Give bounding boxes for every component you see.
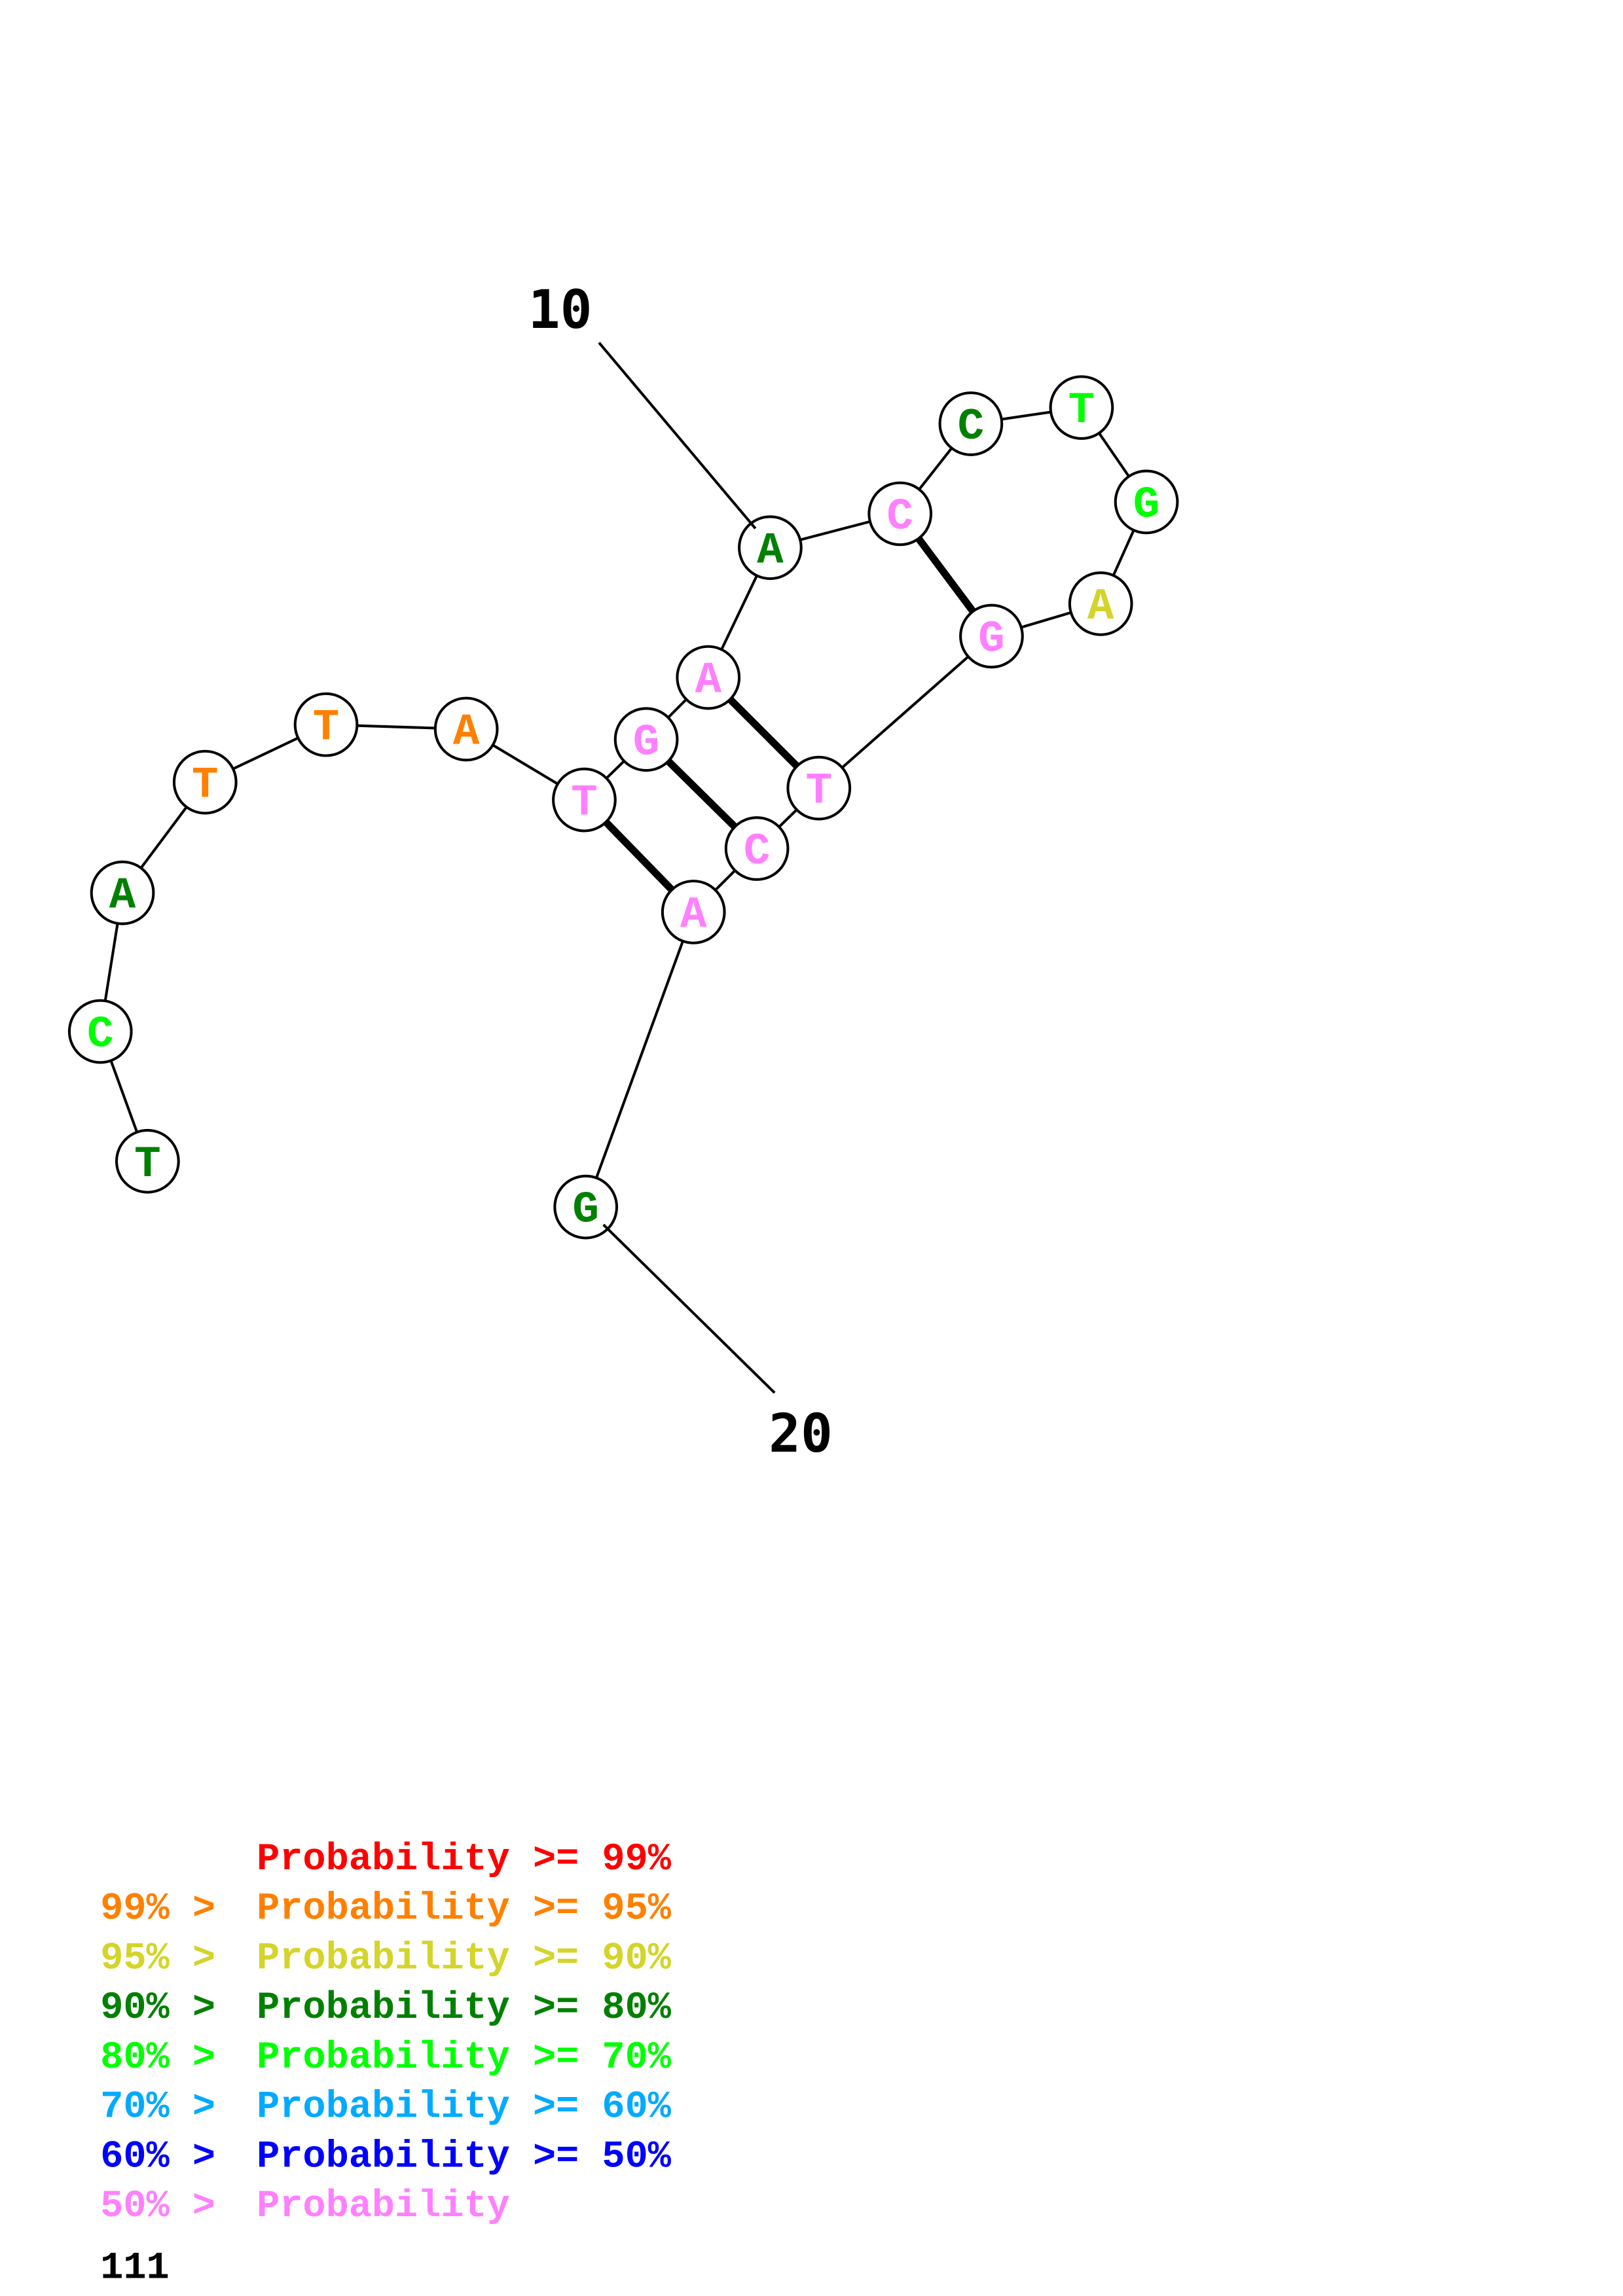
position-10-tick <box>598 342 757 529</box>
nucleotide-circle <box>938 391 1004 456</box>
nucleotide-circle <box>738 515 803 581</box>
backbone <box>99 406 1148 1208</box>
legend-range-prefix: 90% > <box>100 1986 238 2030</box>
nucleotide-circle <box>552 767 617 833</box>
nucleotide-base: C <box>87 1010 114 1060</box>
nucleotide-circle <box>1114 469 1179 535</box>
probability-legend: Probability >= 99% 99% > Probability >= 9… <box>100 1837 671 2228</box>
nucleotide-circle <box>959 603 1024 669</box>
nucleotide-5: T <box>293 692 359 757</box>
nucleotide-circle <box>724 816 790 881</box>
nucleotide-16: G <box>959 603 1024 669</box>
nucleotide-base: C <box>958 403 985 452</box>
backbone-link <box>584 911 695 1208</box>
nucleotide-20: G <box>553 1174 619 1240</box>
nucleotide-base: T <box>192 761 219 811</box>
nucleotide-4: T <box>172 749 238 815</box>
nucleotide-circle <box>786 755 852 821</box>
nucleotide-7: T <box>552 767 617 833</box>
nucleotide-base: T <box>313 704 340 753</box>
nucleotide-circle <box>553 1174 619 1240</box>
nucleotide-19: A <box>661 880 726 944</box>
footer-number: 111 <box>100 2246 169 2289</box>
nucleotide-base: G <box>1133 480 1160 530</box>
nucleotide-17: T <box>786 755 852 821</box>
nucleotide-circle <box>293 692 359 757</box>
position-20-label: 20 <box>769 1403 833 1465</box>
nucleotide-circle <box>1068 571 1133 636</box>
legend-range-prefix: 99% > <box>100 1887 238 1931</box>
nucleotide-base: A <box>453 708 480 758</box>
nucleotide-circle <box>1049 375 1114 440</box>
nucleotide-base: A <box>757 526 784 576</box>
nucleotide-circle <box>676 645 741 710</box>
nucleotide-circle <box>433 696 499 762</box>
nucleotide-6: A <box>433 696 499 762</box>
legend-range-label: Probability >= 80% <box>257 1986 672 2030</box>
nucleotide-base: G <box>978 615 1005 665</box>
nucleotide-9: A <box>676 645 741 710</box>
nucleotide-12: C <box>938 391 1004 456</box>
nucleotide-18: C <box>724 816 790 881</box>
nucleotide-base: A <box>680 891 707 941</box>
nucleotide-8: G <box>613 707 679 772</box>
nucleotide-15: A <box>1068 571 1133 636</box>
nucleotide-circle <box>67 999 133 1064</box>
nucleotide-circle <box>613 707 679 772</box>
nucleotide-11: C <box>867 481 933 547</box>
nucleotide-circle <box>172 749 238 815</box>
nucleotide-2: C <box>67 999 133 1064</box>
nucleotide-13: T <box>1049 375 1114 440</box>
nucleotide-10: A <box>738 515 803 581</box>
position-10-label: 10 <box>528 279 593 341</box>
nucleotide-14: G <box>1114 469 1179 535</box>
legend-range-prefix: 95% > <box>100 1936 238 1980</box>
legend-range-label: Probability >= 99% <box>257 1837 672 1881</box>
legend-range-label: Probability >= 90% <box>257 1936 672 1980</box>
legend-range-label: Probability >= 70% <box>257 2036 672 2079</box>
nucleotide-base: T <box>1068 386 1095 436</box>
legend-range-prefix: 60% > <box>100 2134 238 2178</box>
nucleotide-base: T <box>571 779 598 829</box>
nucleotide-3: A <box>90 860 155 925</box>
nucleotide-base: G <box>572 1186 599 1236</box>
nucleotide-base: T <box>805 767 832 817</box>
legend-range-label: Probability <box>257 2184 510 2228</box>
nucleotide-base: C <box>886 492 913 542</box>
position-labels: 10 20 <box>528 279 833 1465</box>
nucleotide-base: C <box>744 827 771 877</box>
nucleotide-base: G <box>633 718 660 768</box>
nucleotide-base: A <box>695 656 721 706</box>
nucleotide-base: A <box>109 872 136 922</box>
legend-range-label: Probability >= 50% <box>257 2134 672 2178</box>
legend-range-prefix: 50% > <box>100 2184 238 2228</box>
legend-range-label: Probability >= 60% <box>257 2085 672 2129</box>
nucleotide-circle <box>115 1128 180 1194</box>
backbone-link <box>818 635 993 789</box>
nucleotide-1: T <box>115 1128 180 1194</box>
legend-range-label: Probability >= 95% <box>257 1887 672 1931</box>
legend-range-prefix: 80% > <box>100 2036 238 2079</box>
legend-range-prefix: 70% > <box>100 2085 238 2129</box>
nucleotide-circle <box>867 481 933 547</box>
nucleotide-base: T <box>134 1140 161 1190</box>
nucleotide-circle <box>90 860 155 925</box>
position-20-tick <box>602 1223 776 1394</box>
nucleotide-base: A <box>1087 583 1114 632</box>
nucleotide-circle <box>661 880 726 944</box>
